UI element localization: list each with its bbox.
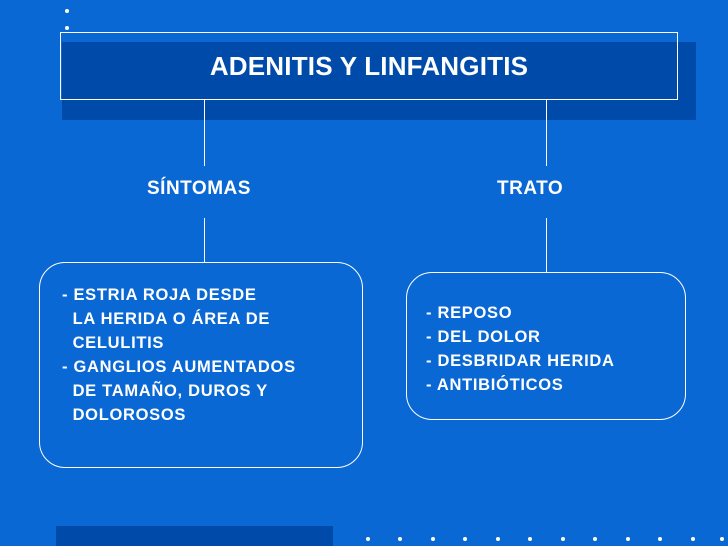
- diagram-title: ADENITIS Y LINFANGITIS: [209, 50, 529, 81]
- title-box: ADENITIS Y LINFANGITIS: [60, 32, 678, 100]
- decor-dot: [65, 9, 69, 13]
- symptom-line: DOLOROSOS: [62, 406, 187, 424]
- connector-right-top: [546, 100, 547, 166]
- treatment-heading: TRATO: [497, 178, 564, 199]
- treatment-item: - DEL DOLOR: [426, 328, 541, 346]
- symptom-line: - GANGLIOS AUMENTADOS: [62, 358, 296, 376]
- treatment-box: - REPOSO - DEL DOLOR - DESBRIDAR HERIDA …: [406, 272, 686, 420]
- decor-dot: [65, 26, 69, 30]
- treatment-item: - ANTIBIÓTICOS: [426, 376, 564, 394]
- connector-right-bottom: [546, 218, 547, 272]
- symptom-line: LA HERIDA O ÁREA DE: [62, 310, 271, 328]
- symptom-line: CELULITIS: [62, 334, 165, 352]
- symptom-line: DE TAMAÑO, DUROS Y: [62, 382, 268, 400]
- connector-left-top: [204, 100, 205, 166]
- symptoms-heading: SÍNTOMAS: [147, 178, 251, 199]
- treatment-item: - REPOSO: [426, 304, 513, 322]
- treatment-item: - DESBRIDAR HERIDA: [426, 352, 615, 370]
- symptom-line: - ESTRIA ROJA DESDE: [62, 286, 257, 304]
- bottom-accent-bar: [56, 526, 333, 546]
- symptoms-box: - ESTRIA ROJA DESDE LA HERIDA O ÁREA DE …: [39, 262, 363, 468]
- connector-left-bottom: [204, 218, 205, 262]
- title-shadow: [62, 42, 696, 120]
